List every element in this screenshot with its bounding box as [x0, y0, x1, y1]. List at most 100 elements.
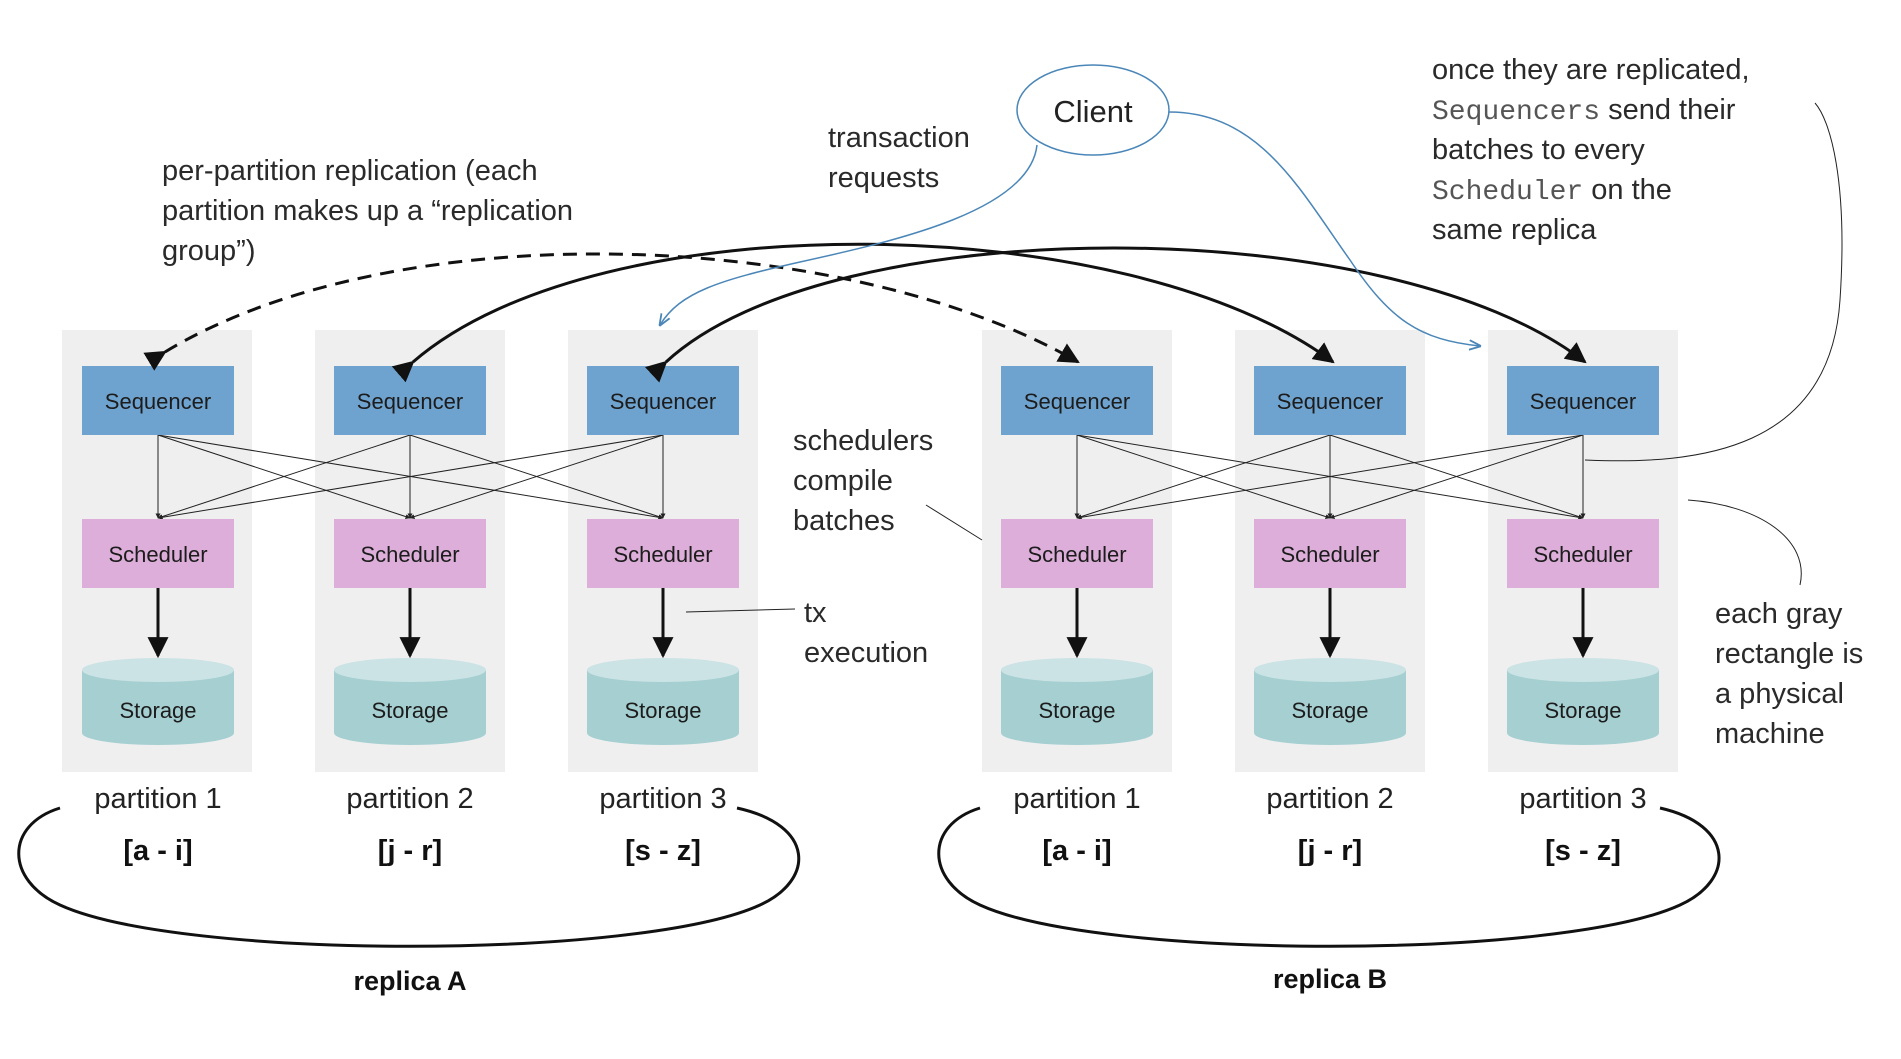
annotation-gray-rectangle: each gray rectangle is a physical machin… — [1715, 598, 1863, 750]
replica-a-labels: partition 1 [a - i] partition 2 [j - r] … — [94, 783, 726, 996]
replicated-leader — [1584, 102, 1843, 462]
partition-name: partition 2 — [1266, 783, 1393, 815]
storage-label: Storage — [1291, 698, 1368, 723]
replica-b-labels: partition 1 [a - i] partition 2 [j - r] … — [1013, 783, 1646, 994]
partition-name: partition 3 — [1519, 783, 1646, 815]
schedulers-compile-line: compile — [793, 465, 893, 497]
gray-rectangle-line: machine — [1715, 718, 1825, 750]
storage-label: Storage — [624, 698, 701, 723]
replication-note-line: group”) — [162, 235, 256, 267]
sequencer-label: Sequencer — [610, 389, 716, 414]
sequencers-code: Sequencers — [1432, 97, 1600, 128]
replicated-line: Scheduler on the — [1432, 174, 1672, 208]
client-arrows — [660, 111, 1480, 346]
storage-b1: Storage — [1001, 658, 1153, 745]
gray-rectangle-line: a physical — [1715, 678, 1844, 710]
partition-range: [a - i] — [1042, 835, 1111, 867]
replicated-line: once they are replicated, — [1432, 54, 1750, 86]
transaction-requests-line: transaction — [828, 122, 970, 154]
replica-enclosures — [17, 806, 1721, 948]
scheduler-b3: Scheduler — [1507, 519, 1659, 588]
annotation-transaction-requests: transaction requests — [828, 122, 970, 194]
client-node: Client — [1016, 64, 1170, 156]
partition-name: partition 3 — [599, 783, 726, 815]
partition-name: partition 2 — [346, 783, 473, 815]
storage-label: Storage — [371, 698, 448, 723]
gray-rectangle-line: each gray — [1715, 598, 1843, 630]
scheduler-label: Scheduler — [1027, 542, 1126, 567]
replica-label: replica A — [353, 966, 466, 996]
annotation-leaders — [685, 102, 1843, 613]
partition-range: [j - r] — [1298, 835, 1362, 867]
storages: Storage Storage Storage Storage Storage … — [82, 658, 1659, 745]
replication-note-line: partition makes up a “replication — [162, 195, 573, 227]
replication-arc-partition-1 — [143, 252, 1080, 371]
schedulers-compile-line: batches — [793, 505, 895, 537]
replicated-line: batches to every — [1432, 134, 1645, 166]
storage-label: Storage — [1544, 698, 1621, 723]
tx-execution-line: tx — [804, 597, 827, 629]
scheduler-a2: Scheduler — [334, 519, 486, 588]
sequencer-label: Sequencer — [1530, 389, 1636, 414]
schedulers-compile-line: schedulers — [793, 425, 933, 457]
sequencer-label: Sequencer — [357, 389, 463, 414]
scheduler-b1: Scheduler — [1001, 519, 1153, 588]
storage-b3: Storage — [1507, 658, 1659, 745]
sequencer-label: Sequencer — [105, 389, 211, 414]
storage-label: Storage — [1038, 698, 1115, 723]
gray-rectangle-line: rectangle is — [1715, 638, 1863, 670]
replicated-line: same replica — [1432, 214, 1597, 246]
tx-execution-leader — [685, 608, 796, 613]
scheduler-a1: Scheduler — [82, 519, 234, 588]
client-arrow-replica-a — [660, 144, 1038, 325]
gray-rectangle-leader — [1687, 499, 1802, 586]
schedulers: Scheduler Scheduler Scheduler Scheduler … — [82, 519, 1659, 588]
sequencer-scheduler-links — [155, 434, 1586, 520]
replica-a-enclosure — [17, 806, 801, 948]
replication-arcs — [143, 242, 1587, 383]
scheduler-label: Scheduler — [613, 542, 712, 567]
annotation-replicated: once they are replicated, Sequencers sen… — [1432, 54, 1750, 246]
annotation-schedulers-compile: schedulers compile batches — [793, 425, 933, 537]
sequencer-a3: Sequencer — [587, 366, 739, 435]
client-arrow-replica-b — [1168, 111, 1480, 346]
scheduler-label: Scheduler — [360, 542, 459, 567]
schedulers-leader — [925, 504, 983, 541]
scheduler-label: Scheduler — [1280, 542, 1379, 567]
annotation-replication: per-partition replication (each partitio… — [162, 155, 573, 267]
storage-label: Storage — [119, 698, 196, 723]
tx-execution-line: execution — [804, 637, 928, 669]
scheduler-b2: Scheduler — [1254, 519, 1406, 588]
sequencer-label: Sequencer — [1277, 389, 1383, 414]
storage-b2: Storage — [1254, 658, 1406, 745]
sequencer-b3: Sequencer — [1507, 366, 1659, 435]
client-label: Client — [1053, 94, 1133, 129]
partition-range: [s - z] — [1545, 835, 1621, 867]
storage-a2: Storage — [334, 658, 486, 745]
storage-a1: Storage — [82, 658, 234, 745]
replication-note-line: per-partition replication (each — [162, 155, 538, 187]
replica-label: replica B — [1273, 964, 1387, 994]
partition-range: [a - i] — [123, 835, 192, 867]
sequencer-b1: Sequencer — [1001, 366, 1153, 435]
replication-arc-partition-3 — [644, 246, 1587, 383]
replicated-text: on the — [1583, 174, 1672, 206]
partition-range: [s - z] — [625, 835, 701, 867]
replicated-line: Sequencers send their — [1432, 94, 1736, 128]
partition-range: [j - r] — [378, 835, 442, 867]
sequencer-a2: Sequencer — [334, 366, 486, 435]
machines — [62, 330, 1678, 772]
replica-b-enclosure — [937, 806, 1721, 948]
sequencer-label: Sequencer — [1024, 389, 1130, 414]
sequencer-a1: Sequencer — [82, 366, 234, 435]
replicated-text: send their — [1600, 94, 1736, 126]
scheduler-storage-arrows — [147, 588, 1594, 659]
annotation-tx-execution: tx execution — [804, 597, 928, 669]
sequencer-b2: Sequencer — [1254, 366, 1406, 435]
scheduler-code: Scheduler — [1432, 177, 1583, 208]
scheduler-label: Scheduler — [1533, 542, 1632, 567]
replication-arc-partition-2 — [391, 242, 1335, 383]
storage-a3: Storage — [587, 658, 739, 745]
transaction-requests-line: requests — [828, 162, 939, 194]
